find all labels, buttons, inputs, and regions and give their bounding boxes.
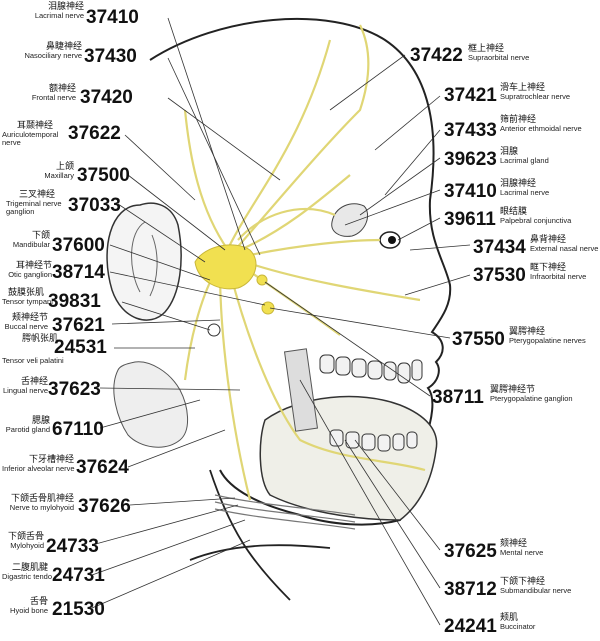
code-lacrimal-nerve-right: 37410 xyxy=(444,181,497,202)
mandible xyxy=(259,395,438,521)
code-buccinator: 24241 xyxy=(444,616,497,637)
parotid-gland xyxy=(113,361,188,448)
code-palpebral-conjunctiva: 39611 xyxy=(444,209,496,230)
code-nasociliary-nerve: 37430 xyxy=(84,46,137,67)
code-mental-nerve: 37625 xyxy=(444,541,497,562)
code-anterior-ethmoidal-nerve: 37433 xyxy=(444,120,497,141)
code-inferior-alveolar-nerve: 37624 xyxy=(76,457,129,478)
code-trigeminal-ganglion: 37033 xyxy=(68,195,121,216)
code-digastric-tendo: 24731 xyxy=(52,565,105,586)
code-pterygopalatine-nerves: 37550 xyxy=(452,329,505,350)
code-tensor-veli-palatini: 24531 xyxy=(54,337,107,358)
code-mylohyoid: 24733 xyxy=(46,536,99,557)
code-nerve-to-mylohyoid: 37626 xyxy=(78,496,131,517)
code-lacrimal-gland: 39623 xyxy=(444,149,497,170)
leader-lines xyxy=(91,17,471,626)
code-tensor-tympani: 39831 xyxy=(48,291,101,312)
code-lingual-nerve: 37623 xyxy=(48,379,101,400)
lower-teeth xyxy=(329,429,418,452)
code-supraorbital-nerve: 37422 xyxy=(410,45,463,66)
code-pterygopalatine-ganglion: 38711 xyxy=(432,387,484,408)
code-external-nasal-nerve: 37434 xyxy=(473,237,526,258)
code-maxillary: 37500 xyxy=(77,165,130,186)
code-frontal-nerve: 37420 xyxy=(80,87,133,108)
code-mandibular: 37600 xyxy=(52,235,105,256)
trigeminal-ganglion xyxy=(194,244,257,290)
skull-outline xyxy=(149,17,452,526)
code-lacrimal-nerve-left: 37410 xyxy=(86,7,139,28)
code-submandibular-nerve: 38712 xyxy=(444,579,497,600)
code-parotid-gland: 67110 xyxy=(52,419,104,440)
buccinator-muscle xyxy=(283,348,319,432)
code-otic-ganglion: 38714 xyxy=(52,262,105,283)
tensor-tympani-marker xyxy=(207,323,221,337)
pterygopalatine-ganglion xyxy=(256,274,268,286)
pupil xyxy=(388,236,396,244)
lacrimal-gland xyxy=(331,203,368,237)
neck-outline xyxy=(189,469,331,601)
upper-teeth xyxy=(319,354,423,384)
code-buccal-nerve: 37621 xyxy=(52,315,105,336)
code-auriculotemporal-nerve: 37622 xyxy=(68,123,121,144)
code-hyoid-bone: 21530 xyxy=(52,599,105,620)
code-supratrochlear-nerve: 37421 xyxy=(444,85,497,106)
ear xyxy=(106,202,182,321)
code-infraorbital-nerve: 37530 xyxy=(473,265,526,286)
